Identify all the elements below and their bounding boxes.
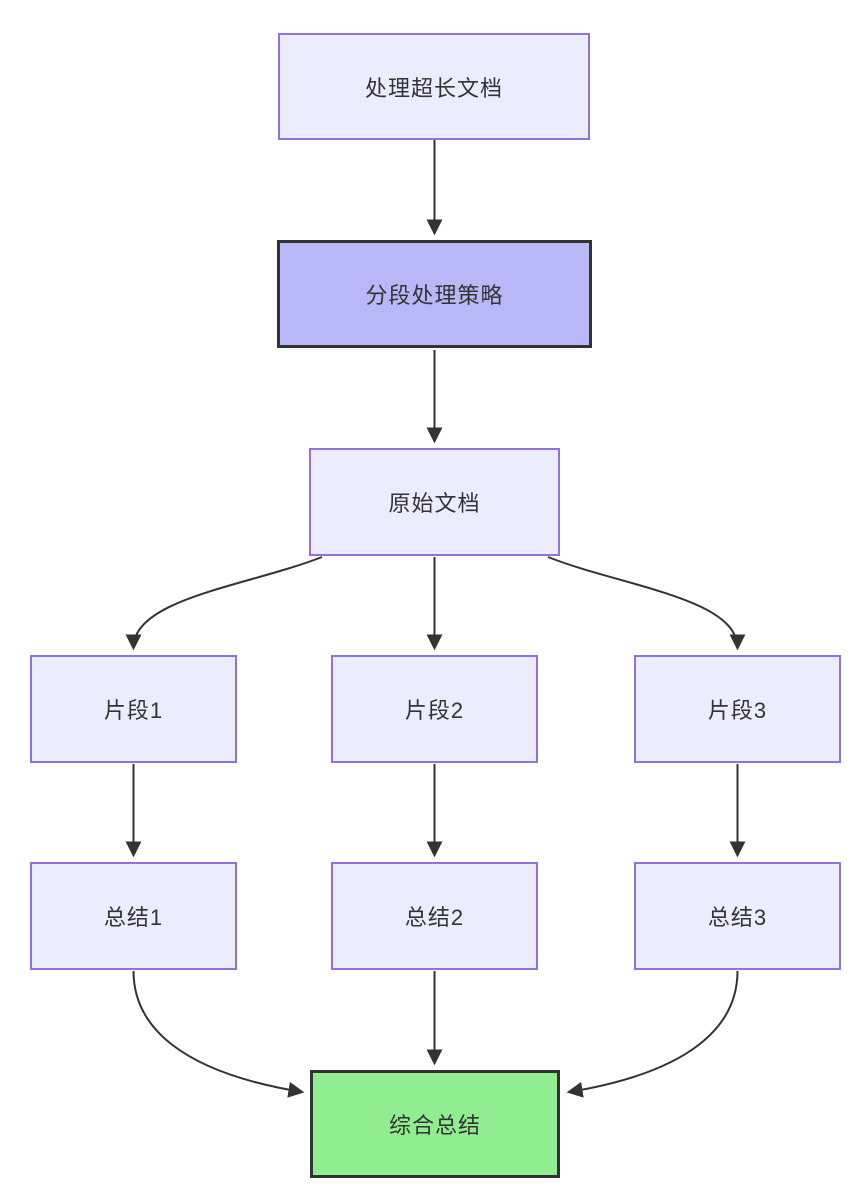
node-segment1-label: 片段1 xyxy=(103,698,164,723)
node-summary2-label: 总结2 xyxy=(404,905,465,930)
node-segment1: 片段1 xyxy=(30,655,237,763)
node-original-doc-label: 原始文档 xyxy=(388,491,481,516)
node-summary3-label: 总结3 xyxy=(707,905,768,930)
node-summary2: 总结2 xyxy=(331,862,538,970)
node-segment2: 片段2 xyxy=(331,655,538,763)
node-summary3: 总结3 xyxy=(634,862,841,970)
node-summary1-label: 总结1 xyxy=(103,905,164,930)
node-strategy-label: 分段处理策略 xyxy=(365,283,504,308)
node-segment3: 片段3 xyxy=(634,655,841,763)
node-strategy: 分段处理策略 xyxy=(277,240,592,348)
edge-original-to-segment1 xyxy=(125,556,323,651)
node-segment3-label: 片段3 xyxy=(707,698,768,723)
node-final-summary-label: 综合总结 xyxy=(388,1113,481,1138)
node-doc-processing: 处理超长文档 xyxy=(278,33,590,140)
node-final-summary: 综合总结 xyxy=(310,1070,560,1178)
node-summary1: 总结1 xyxy=(30,862,237,970)
edge-original-to-segment3 xyxy=(547,556,746,651)
node-segment2-label: 片段2 xyxy=(404,698,465,723)
node-doc-processing-label: 处理超长文档 xyxy=(364,75,503,101)
node-original-doc: 原始文档 xyxy=(309,448,560,556)
edge-summary1-to-final xyxy=(132,970,305,1098)
edge-summary3-to-final xyxy=(566,970,739,1098)
